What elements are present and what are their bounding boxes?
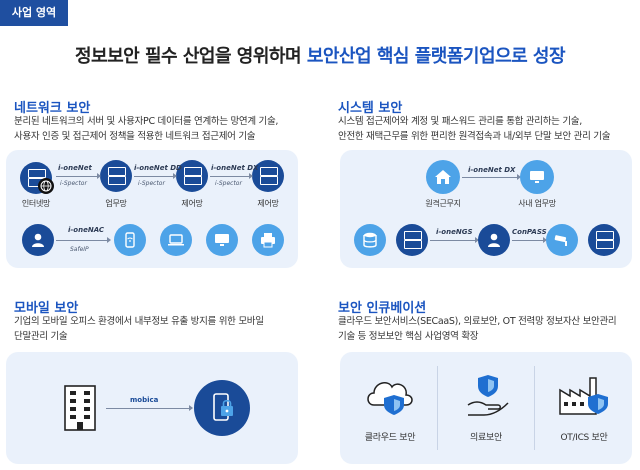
- system-security-title: 시스템 보안: [338, 101, 403, 116]
- system-security-desc-1: 시스템 접근제어와 계정 및 패스워드 관리를 통합 관리하는 기술,: [338, 116, 582, 127]
- building-icon: [60, 382, 100, 434]
- system-diagram-panel: i-oneNet DX 원격근무지 사내 업무망 i-oneNGS ConPAS…: [340, 150, 632, 268]
- control-server-1-icon: [176, 160, 208, 192]
- office-monitor-icon: [520, 160, 554, 194]
- business-label: 업무망: [105, 199, 127, 208]
- database-icon: [354, 224, 386, 256]
- system-server-1-icon: [396, 224, 428, 256]
- network-security-desc-1: 분리된 네트워크의 서버 및 사용자PC 데이터를 연계하는 망연계 기술,: [14, 116, 279, 127]
- control-label-2: 제어망: [257, 199, 279, 208]
- headline-prefix: 정보보안 필수 산업을 영위하며: [74, 46, 307, 67]
- mobile-security-title: 모바일 보안: [14, 301, 79, 316]
- globe-icon: [38, 178, 54, 194]
- incubation-title: 보안 인큐베이션: [338, 301, 427, 316]
- network-security-title: 네트워크 보안: [14, 101, 91, 116]
- mobile-security-desc-2: 단말관리 기술: [14, 331, 68, 342]
- cloud-shield-icon: [364, 372, 416, 418]
- wifi-phone-icon: [114, 224, 146, 256]
- office-label: 사내 업무망: [518, 199, 556, 208]
- link-line: [134, 173, 177, 179]
- user-icon: [22, 224, 54, 256]
- control-server-2-icon: [252, 160, 284, 192]
- mobile-lock-icon: [194, 380, 250, 436]
- product-conpass: ConPASS: [512, 228, 547, 236]
- link-line: [512, 237, 547, 243]
- incubation-item-medical: 의료보안: [470, 433, 502, 443]
- medical-shield-icon: [464, 370, 512, 420]
- link-line: [210, 173, 253, 179]
- system-server-2-icon: [588, 224, 620, 256]
- product-onenet-dx: i-oneNet DX: [211, 164, 259, 172]
- system-user-icon: [478, 224, 510, 256]
- incubation-item-ot: OT/ICS 보안: [560, 433, 608, 443]
- product-onengs: i-oneNGS: [436, 228, 473, 236]
- link-line: [106, 405, 193, 411]
- incubation-item-cloud: 클라우드 보안: [364, 433, 416, 443]
- system-security-desc-2: 안전한 재택근무를 위한 편리한 원격접속과 내/외부 단말 보안 관리 기술: [338, 131, 611, 142]
- cctv-icon: [546, 224, 578, 256]
- product-spector-2: i-Spector: [138, 180, 165, 187]
- factory-shield-icon: [556, 368, 610, 418]
- section-tag: 사업 영역: [0, 0, 68, 26]
- divider: [534, 366, 535, 450]
- printer-icon: [252, 224, 284, 256]
- divider: [437, 366, 438, 450]
- page-headline: 정보보안 필수 산업을 영위하며 보안산업 핵심 플랫폼기업으로 성장: [0, 42, 640, 68]
- product-onenet: i-oneNet: [58, 164, 92, 172]
- network-security-desc-2: 사용자 인증 및 접근제어 정책을 적용한 네트워크 접근제어 기술: [14, 131, 256, 142]
- product-onenet-dd: i-oneNet DD: [134, 164, 182, 172]
- control-label-1: 제어망: [181, 199, 203, 208]
- monitor-icon: [206, 224, 238, 256]
- link-line: [430, 237, 479, 243]
- product-mobica: mobica: [130, 396, 159, 404]
- product-safeip: SafeIP: [70, 246, 89, 253]
- incubation-diagram-panel: 클라우드 보안 의료보안 OT/ICS 보안: [340, 352, 632, 464]
- business-server-icon: [100, 160, 132, 192]
- product-onenac: i-oneNAC: [68, 226, 105, 234]
- product-onenet-dx-sys: i-oneNet DX: [468, 166, 516, 174]
- headline-highlight: 보안산업 핵심 플랫폼기업으로 성장: [306, 46, 566, 67]
- link-line: [56, 173, 101, 179]
- mobile-security-desc-1: 기업의 모바일 오피스 환경에서 내부정보 유출 방지를 위한 모바일: [14, 316, 264, 327]
- mobile-diagram-panel: mobica: [6, 352, 298, 464]
- incubation-desc-2: 기술 등 정보보안 핵심 사업영역 확장: [338, 331, 479, 342]
- remote-label: 원격근무지: [425, 199, 461, 208]
- link-line: [462, 174, 521, 180]
- product-spector-3: i-Spector: [215, 180, 242, 187]
- internet-label: 인터넷망: [21, 199, 51, 208]
- home-icon: [426, 160, 460, 194]
- laptop-icon: [160, 224, 192, 256]
- incubation-desc-1: 클라우드 보안서비스(SECaaS), 의료보안, OT 전력망 정보자산 보안…: [338, 316, 617, 327]
- product-spector-1: i-Spector: [60, 180, 87, 187]
- network-diagram-panel: i-oneNet i-Spector i-oneNet DD i-Spector…: [6, 150, 298, 268]
- link-line: [56, 237, 111, 243]
